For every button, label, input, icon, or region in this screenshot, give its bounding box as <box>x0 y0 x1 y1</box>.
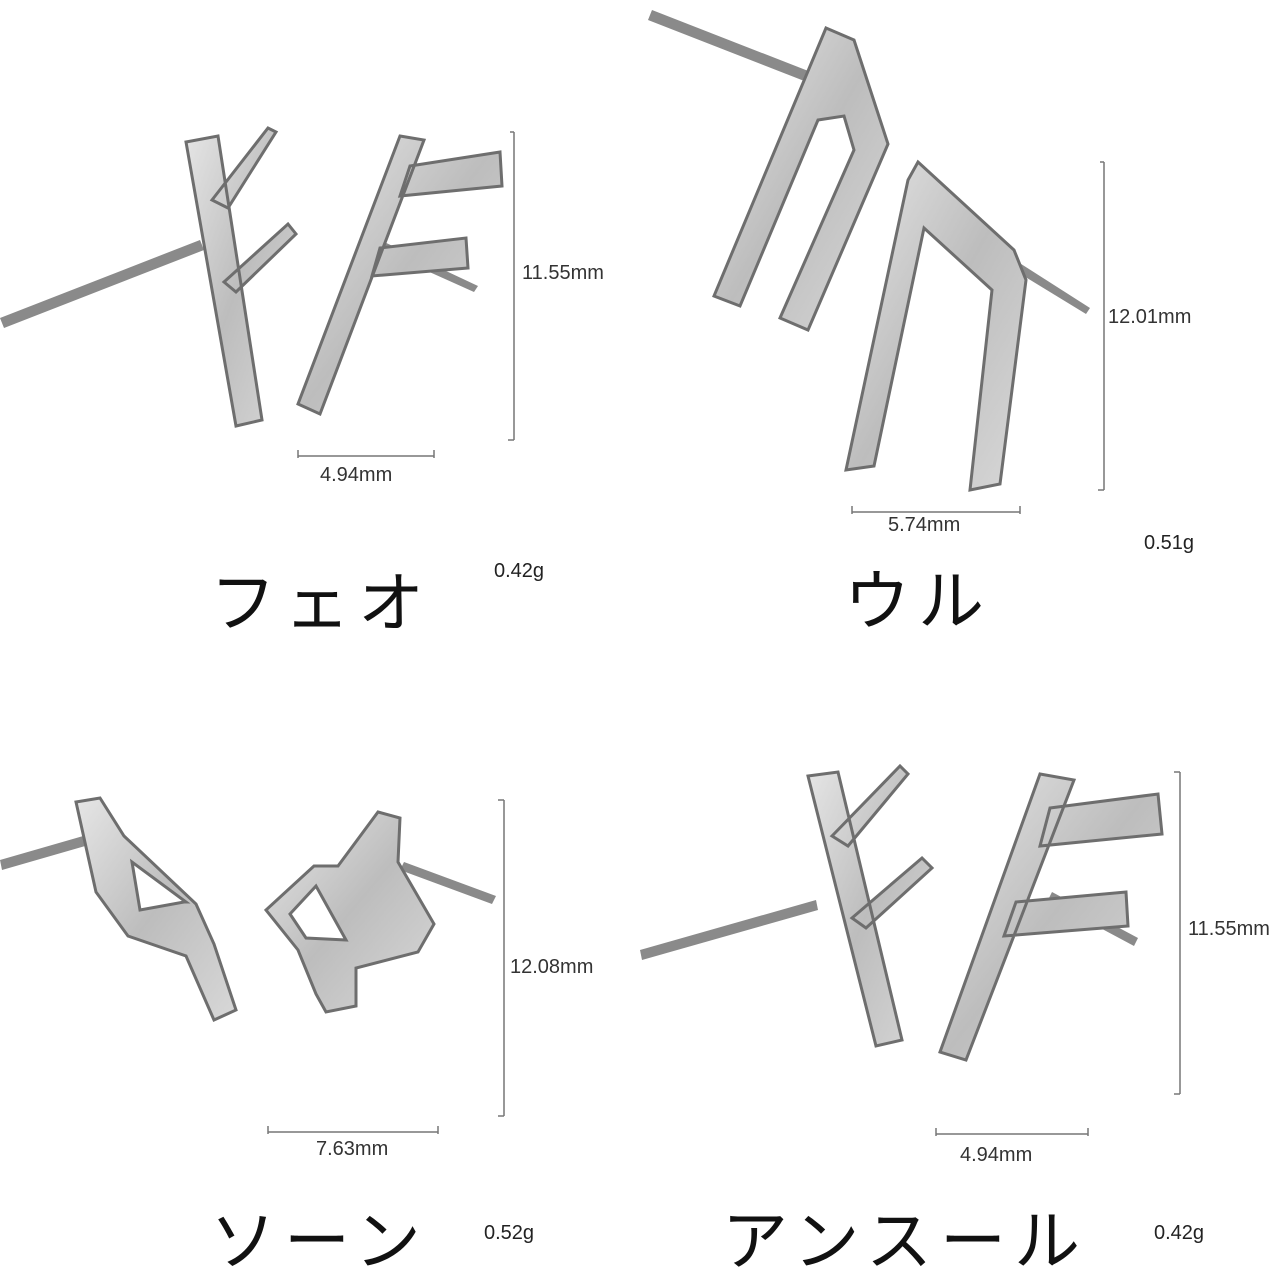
width-dimension: 5.74mm <box>888 514 961 536</box>
product-name: ソーン <box>210 1203 429 1280</box>
product-weight: 0.42g <box>494 560 545 582</box>
fehu-earring-image <box>0 126 515 458</box>
product-card-fehu: 11.55mm 4.94mm フェオ 0.42g <box>0 0 640 640</box>
product-weight: 0.51g <box>1144 532 1195 554</box>
width-dimension: 4.94mm <box>320 464 393 486</box>
uruz-earring-image <box>648 10 1105 514</box>
ansuz-earring-image <box>640 763 1181 1136</box>
height-dimension: 12.08mm <box>510 956 594 978</box>
product-name: フェオ <box>210 565 432 640</box>
height-dimension: 11.55mm <box>1188 918 1270 940</box>
product-card-thurisaz: 12.08mm 7.63mm ソーン 0.52g <box>0 640 640 1280</box>
product-weight: 0.52g <box>484 1222 535 1244</box>
thurisaz-earring-image <box>0 796 505 1134</box>
product-card-ansuz: 11.55mm 4.94mm アンスール 0.42g <box>640 640 1280 1280</box>
product-name: ウル <box>844 563 992 640</box>
width-dimension: 7.63mm <box>316 1138 389 1160</box>
product-card-uruz: 12.01mm 5.74mm ウル 0.51g <box>640 0 1280 640</box>
product-weight: 0.42g <box>1154 1222 1205 1244</box>
product-name: アンスール <box>722 1203 1089 1280</box>
width-dimension: 4.94mm <box>960 1144 1033 1166</box>
height-dimension: 11.55mm <box>522 262 604 284</box>
height-dimension: 12.01mm <box>1108 306 1192 328</box>
